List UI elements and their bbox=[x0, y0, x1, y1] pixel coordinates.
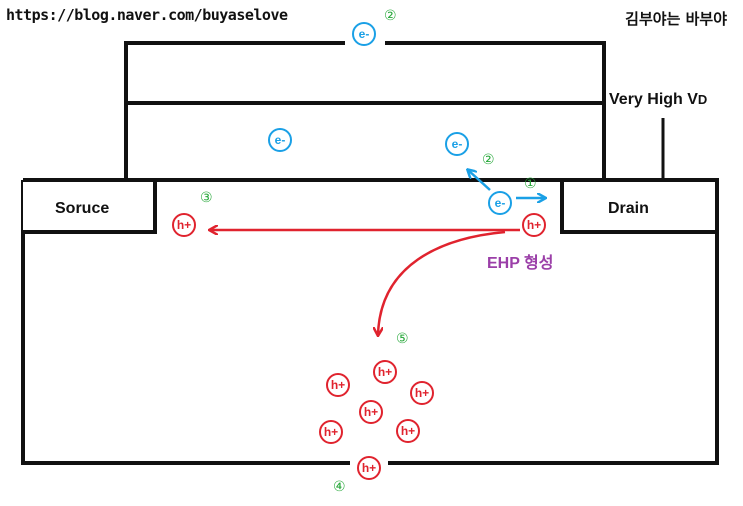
electron-injected: e- bbox=[445, 132, 469, 156]
drain-region bbox=[560, 180, 717, 234]
hole-to-substrate-arrow bbox=[378, 230, 506, 335]
hole-substrate-3: h+ bbox=[410, 381, 434, 405]
gate-stack bbox=[124, 41, 606, 178]
marker-1: ① bbox=[524, 176, 537, 192]
hole-substrate-6: h+ bbox=[396, 419, 420, 443]
marker-2-gate: ② bbox=[482, 152, 495, 168]
source-label: Soruce bbox=[55, 200, 110, 217]
ehp-label: EHP 형성 bbox=[487, 255, 554, 272]
blog-url: https://blog.naver.com/buyaselove bbox=[6, 6, 288, 24]
electron-gate-top: e- bbox=[352, 22, 376, 46]
hole-generated: h+ bbox=[522, 213, 546, 237]
marker-4: ④ bbox=[333, 479, 346, 495]
vd-label: Very High VD bbox=[609, 91, 707, 109]
hole-substrate-5: h+ bbox=[319, 420, 343, 444]
vd-label-subscript: D bbox=[697, 92, 708, 107]
hole-source: h+ bbox=[172, 213, 196, 237]
marker-5: ⑤ bbox=[396, 331, 409, 347]
source-region bbox=[23, 178, 157, 234]
drain-label: Drain bbox=[608, 200, 649, 217]
marker-3: ③ bbox=[200, 190, 213, 206]
marker-2-top: ② bbox=[384, 8, 397, 24]
vd-label-text: Very High V bbox=[609, 91, 698, 108]
electron-channel: e- bbox=[488, 191, 512, 215]
electron-oxide: e- bbox=[268, 128, 292, 152]
hole-substrate-2: h+ bbox=[373, 360, 397, 384]
author-signature: 김부야는 바부야 bbox=[625, 10, 727, 28]
hole-substrate-contact: h+ bbox=[357, 456, 381, 480]
hole-substrate-1: h+ bbox=[326, 373, 350, 397]
electron-to-gate-arrow bbox=[468, 170, 491, 191]
hole-substrate-4: h+ bbox=[359, 400, 383, 424]
